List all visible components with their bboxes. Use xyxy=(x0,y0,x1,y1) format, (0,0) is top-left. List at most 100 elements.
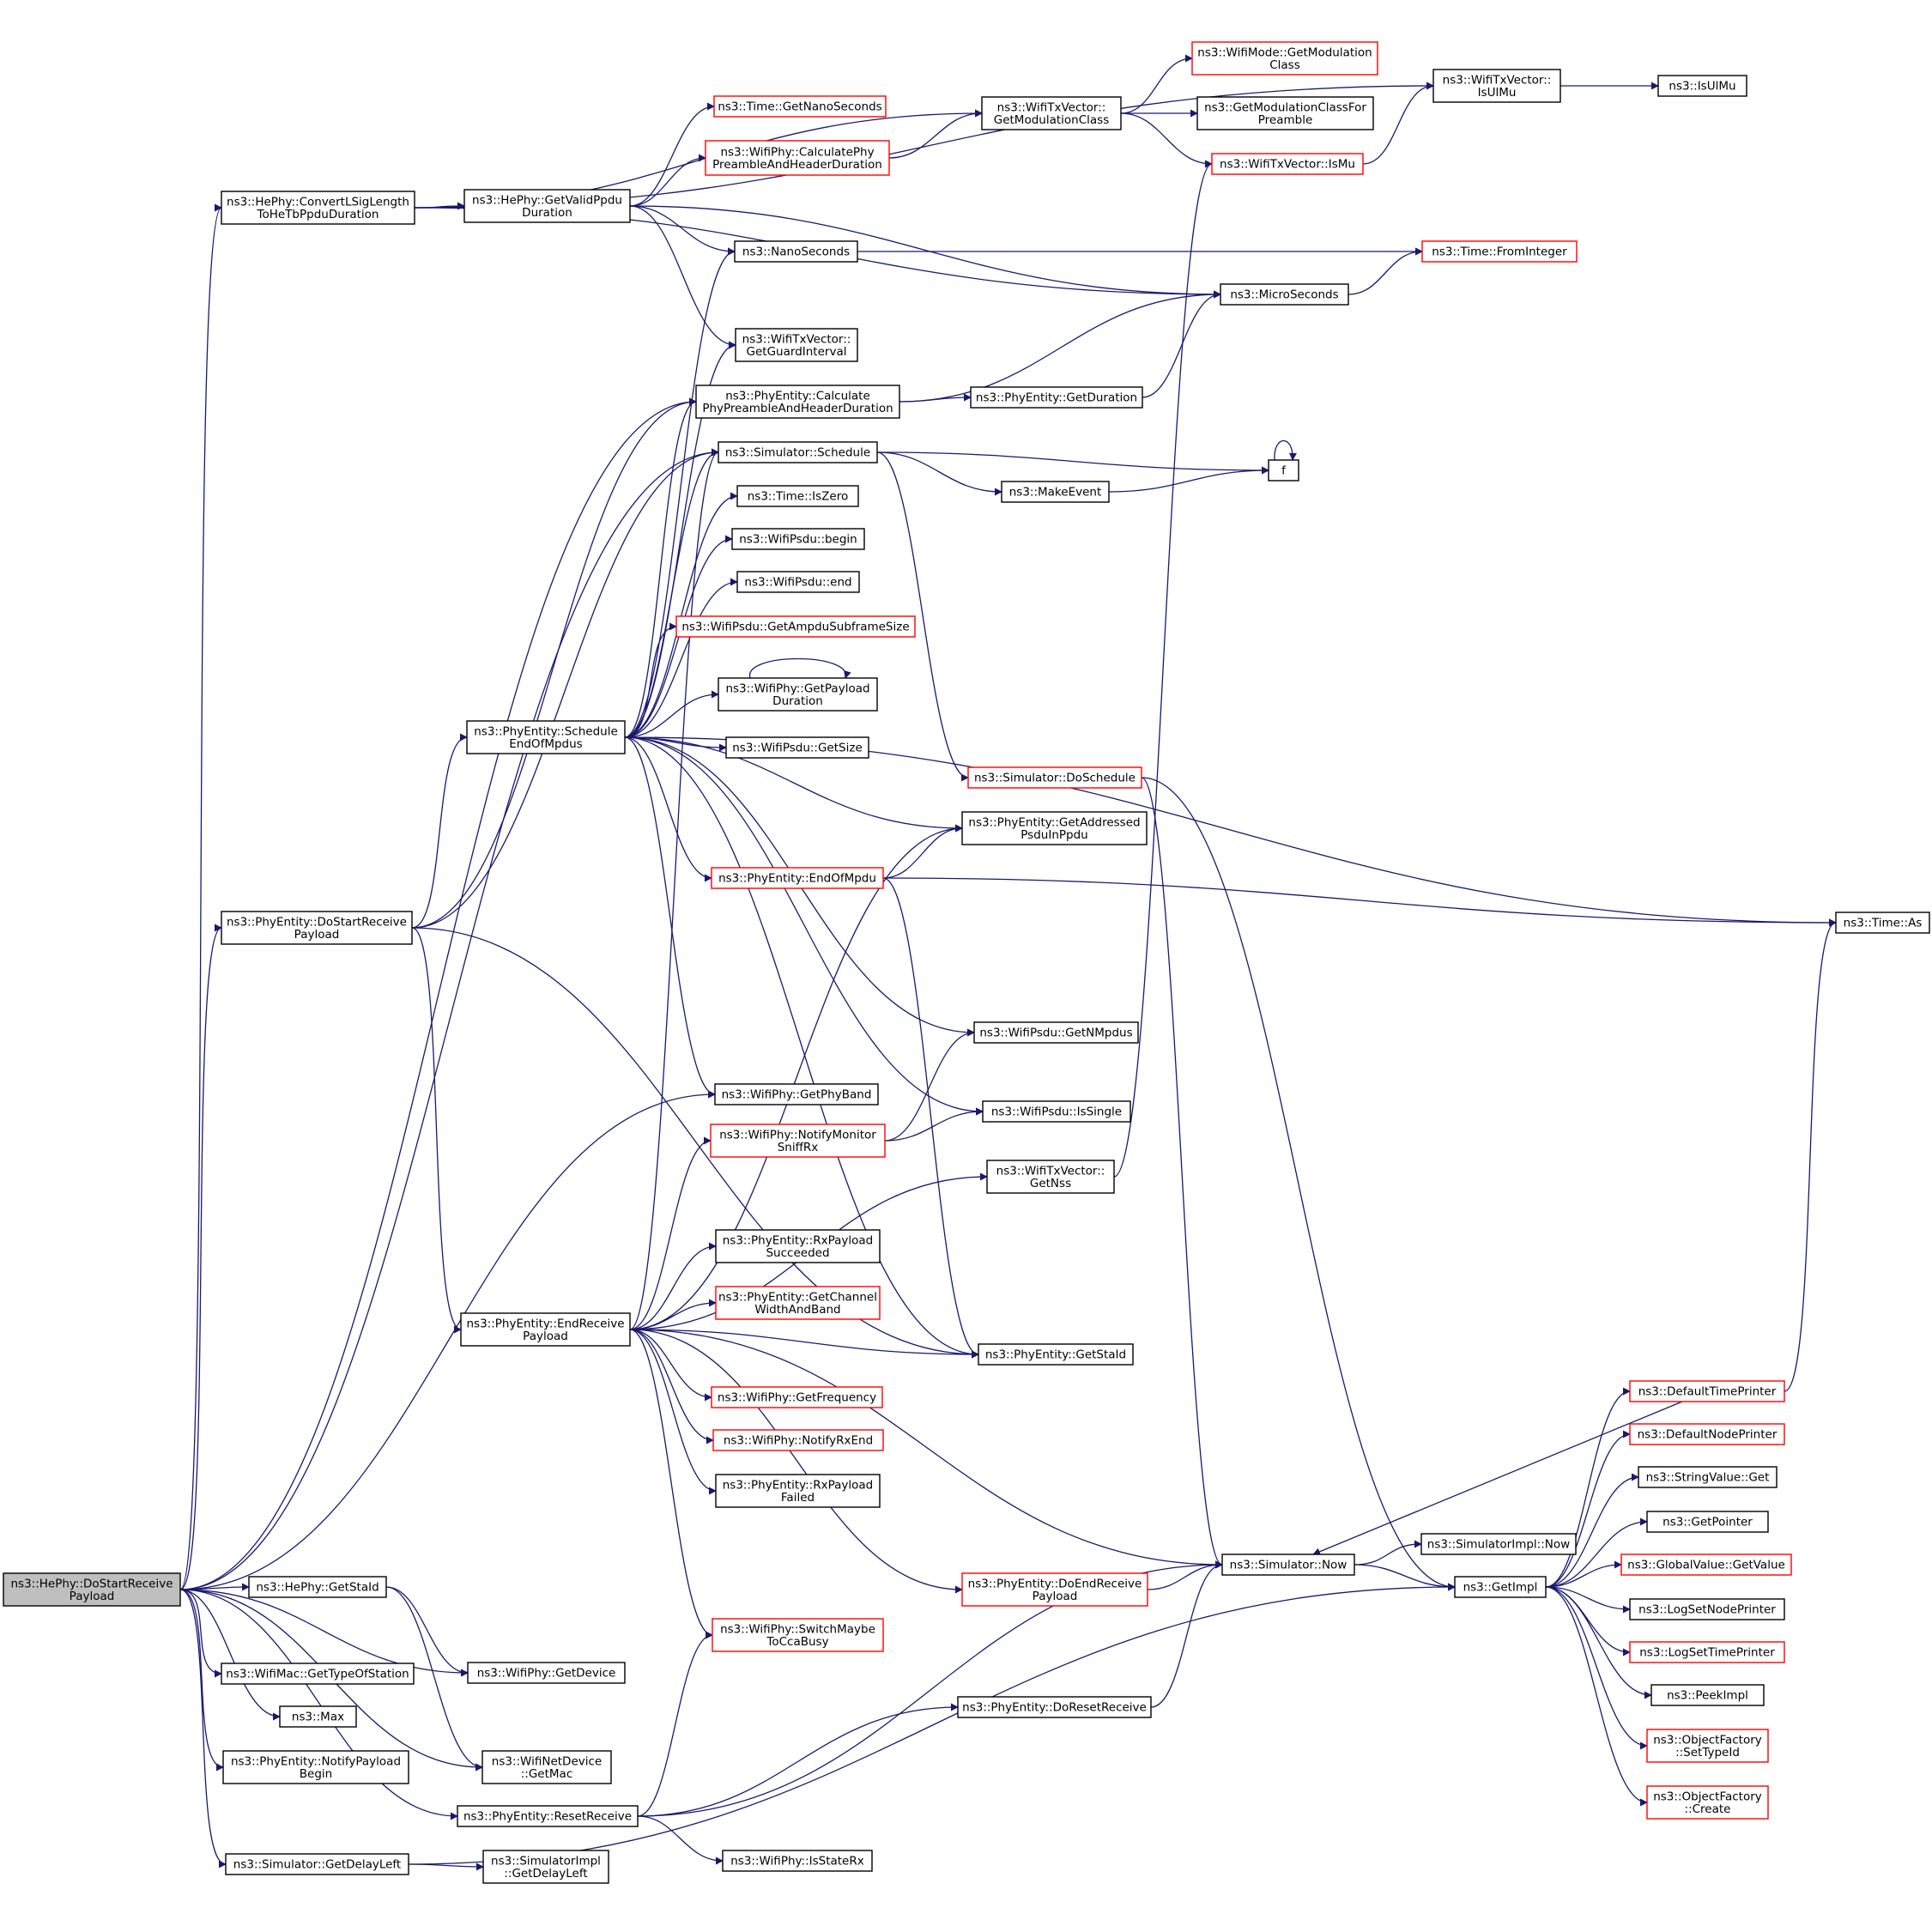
node-factory-create[interactable]: ns3::ObjectFactory::Create xyxy=(1646,1785,1769,1820)
edge-pe-calc-preamble-to-micro-seconds xyxy=(899,290,1221,403)
node-pe-get-duration[interactable]: ns3::PhyEntity::GetDuration xyxy=(970,386,1143,409)
node-box xyxy=(457,1805,639,1827)
node-label-line: GetGuardInterval xyxy=(747,345,847,359)
node-is-state-rx[interactable]: ns3::WifiPhy::IsStateRx xyxy=(722,1850,873,1872)
node-convert-lsig[interactable]: ns3::HePhy::ConvertLSigLengthToHeTbPpduD… xyxy=(221,191,415,225)
edge-root-to-pe-calc-preamble xyxy=(179,397,697,1590)
node-notify-rx-end[interactable]: ns3::WifiPhy::NotifyRxEnd xyxy=(712,1429,884,1451)
node-default-time-printer[interactable]: ns3::DefaultTimePrinter xyxy=(1629,1380,1785,1402)
node-peek-impl[interactable]: ns3::PeekImpl xyxy=(1650,1684,1765,1706)
node-box xyxy=(712,1618,884,1652)
node-box xyxy=(1421,240,1578,263)
node-is-single[interactable]: ns3::WifiPsdu::IsSingle xyxy=(982,1100,1131,1123)
node-mode-get-mod-class[interactable]: ns3::WifiMode::GetModulationClass xyxy=(1191,41,1378,76)
node-get-frequency[interactable]: ns3::WifiPhy::GetFrequency xyxy=(711,1386,883,1408)
edge-root-to-convert-lsig xyxy=(179,203,222,1590)
node-box xyxy=(973,1021,1139,1044)
node-he-get-sta-id[interactable]: ns3::HePhy::GetStaId xyxy=(248,1576,387,1598)
node-get-guard[interactable]: ns3::WifiTxVector::GetGuardInterval xyxy=(735,328,858,362)
node-is-mu[interactable]: ns3::WifiTxVector::IsMu xyxy=(1211,153,1364,175)
node-calc-phy-preamble[interactable]: ns3::WifiPhy::CalculatePhyPreambleAndHea… xyxy=(705,140,890,176)
node-time-as[interactable]: ns3::Time::As xyxy=(1835,912,1930,934)
node-log-set-node[interactable]: ns3::LogSetNodePrinter xyxy=(1629,1598,1785,1620)
node-label-line: ToCcaBusy xyxy=(766,1635,828,1649)
node-is-ul-mu[interactable]: ns3::IsUlMu xyxy=(1657,75,1747,97)
node-label-line: Duration xyxy=(522,206,572,220)
node-nano-seconds[interactable]: ns3::NanoSeconds xyxy=(734,240,858,263)
edge-get-impl-to-log-set-node xyxy=(1545,1586,1631,1614)
node-do-schedule[interactable]: ns3::Simulator::DoSchedule xyxy=(967,766,1142,789)
node-f[interactable]: f xyxy=(1268,459,1299,482)
node-pe-get-sta-id[interactable]: ns3::PhyEntity::GetStaId xyxy=(978,1343,1134,1366)
node-box xyxy=(957,1696,1152,1718)
node-get-mod-class[interactable]: ns3::WifiTxVector::GetModulationClass xyxy=(981,96,1122,130)
node-box xyxy=(1646,1511,1769,1533)
node-log-set-time[interactable]: ns3::LogSetTimePrinter xyxy=(1629,1641,1785,1663)
node-ampdu-size[interactable]: ns3::WifiPsdu::GetAmpduSubframeSize xyxy=(675,615,916,638)
node-get-phy-band[interactable]: ns3::WifiPhy::GetPhyBand xyxy=(714,1083,879,1105)
node-reset-recv[interactable]: ns3::PhyEntity::ResetReceive xyxy=(457,1805,639,1827)
node-is-ul-mu-vec[interactable]: ns3::WifiTxVector::IsUlMu xyxy=(1432,69,1561,103)
node-box xyxy=(1268,459,1299,482)
edge-end-recv-payload-to-switch-maybe xyxy=(629,1329,713,1639)
node-string-value-get[interactable]: ns3::StringValue::Get xyxy=(1638,1466,1778,1488)
node-impl-get-delay-left[interactable]: ns3::SimulatorImpl::GetDelayLeft xyxy=(482,1850,609,1884)
node-sim-now[interactable]: ns3::Simulator::Now xyxy=(1221,1554,1355,1576)
node-label-line: PhyPreambleAndHeaderDuration xyxy=(702,402,893,415)
node-box xyxy=(713,95,887,118)
node-do-reset-recv[interactable]: ns3::PhyEntity::DoResetReceive xyxy=(957,1696,1152,1718)
node-end-of-mpdu[interactable]: ns3::PhyEntity::EndOfMpdu xyxy=(711,867,884,889)
edge-root-to-get-type-of-station xyxy=(179,1589,222,1678)
node-get-impl[interactable]: ns3::GetImpl xyxy=(1454,1576,1547,1598)
node-pe-calc-preamble[interactable]: ns3::PhyEntity::CalculatePhyPreambleAndH… xyxy=(695,385,900,419)
node-get-pointer[interactable]: ns3::GetPointer xyxy=(1646,1511,1769,1533)
edge-root-to-get-delay-left xyxy=(179,1589,227,1869)
node-label-line: PsduInPpdu xyxy=(1021,828,1087,842)
edge-get-valid-ppdu-to-nano-seconds xyxy=(629,205,736,256)
node-global-value-get[interactable]: ns3::GlobalValue::GetValue xyxy=(1620,1554,1792,1576)
node-label-line: ns3::LogSetNodePrinter xyxy=(1638,1603,1776,1617)
edge-root-to-notify-payload-begin xyxy=(179,1589,224,1772)
node-label-line: ns3::WifiTxVector:: xyxy=(996,1164,1105,1178)
node-is-zero[interactable]: ns3::Time::IsZero xyxy=(736,485,859,507)
node-get-device[interactable]: ns3::WifiPhy::GetDevice xyxy=(467,1662,626,1684)
node-from-integer[interactable]: ns3::Time::FromInteger xyxy=(1421,240,1578,263)
node-schedule[interactable]: ns3::Simulator::Schedule xyxy=(718,441,878,463)
node-default-node-printer[interactable]: ns3::DefaultNodePrinter xyxy=(1629,1423,1785,1445)
node-get-nss[interactable]: ns3::WifiTxVector::GetNss xyxy=(986,1160,1115,1194)
node-max[interactable]: ns3::Max xyxy=(279,1705,357,1728)
node-label-line: Payload xyxy=(523,1329,568,1343)
node-box xyxy=(675,615,916,638)
node-make-event[interactable]: ns3::MakeEvent xyxy=(1001,481,1110,503)
node-time-get-nano[interactable]: ns3::Time::GetNanoSeconds xyxy=(713,95,887,118)
node-label-line: ns3::WifiPsdu::IsSingle xyxy=(991,1105,1122,1119)
node-micro-seconds[interactable]: ns3::MicroSeconds xyxy=(1220,283,1349,306)
node-set-type-id[interactable]: ns3::ObjectFactory::SetTypeId xyxy=(1646,1729,1769,1763)
node-get-type-of-station[interactable]: ns3::WifiMac::GetTypeOfStation xyxy=(221,1663,415,1685)
node-get-delay-left[interactable]: ns3::Simulator::GetDelayLeft xyxy=(225,1853,409,1875)
node-box xyxy=(718,441,878,463)
node-psdu-end[interactable]: ns3::WifiPsdu::end xyxy=(736,571,860,593)
node-get-nmpdus[interactable]: ns3::WifiPsdu::GetNMpdus xyxy=(973,1021,1139,1044)
node-psdu-begin[interactable]: ns3::WifiPsdu::begin xyxy=(731,528,865,550)
node-psdu-get-size[interactable]: ns3::WifiPsdu::GetSize xyxy=(725,736,869,759)
node-label-line: ns3::WifiNetDevice xyxy=(492,1754,602,1768)
node-get-mac[interactable]: ns3::WifiNetDevice::GetMac xyxy=(481,1750,612,1784)
node-box xyxy=(460,1312,631,1347)
node-sim-impl-now[interactable]: ns3::SimulatorImpl::Now xyxy=(1420,1533,1577,1555)
